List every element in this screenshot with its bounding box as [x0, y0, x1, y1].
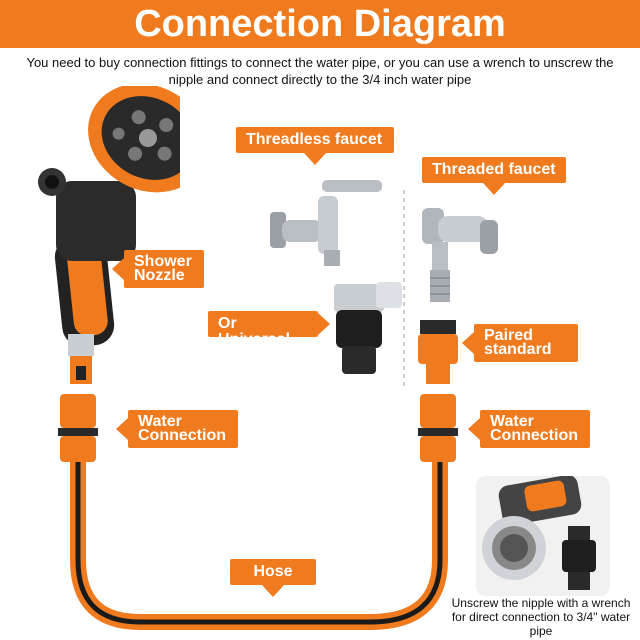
label-or-universal: Or Universal	[208, 311, 318, 348]
inset-photo	[476, 476, 610, 596]
label-water-connection-right: Water Connection	[480, 410, 590, 448]
arrow-paired-standard	[462, 332, 474, 354]
paired-standard-adapter-image	[418, 320, 458, 384]
subtitle-text: You need to buy connection fittings to c…	[26, 55, 614, 87]
arrow-shower-nozzle	[112, 258, 124, 280]
label-hose: Hose	[230, 559, 316, 585]
title-banner	[0, 0, 640, 48]
right-water-connector-image	[418, 394, 458, 462]
arrow-water-connection-right	[468, 418, 480, 440]
inset-caption: Unscrew the nipple with a wrench for dir…	[451, 596, 631, 638]
label-threaded-faucet: Threaded faucet	[422, 157, 566, 183]
label-threadless-faucet: Threadless faucet	[236, 127, 394, 153]
shower-nozzle-image	[38, 86, 180, 384]
threadless-faucet-image	[270, 180, 382, 266]
arrow-hose	[262, 585, 284, 597]
page-title: Connection Diagram	[134, 3, 506, 45]
label-paired-standard: Paired standard	[474, 324, 578, 362]
label-water-connection-left: Water Connection	[128, 410, 238, 448]
left-water-connector-image	[58, 394, 98, 462]
divider-line	[403, 190, 405, 390]
universal-adapter-image	[334, 282, 402, 374]
arrow-or-universal	[318, 313, 330, 335]
arrow-water-connection-left	[116, 418, 128, 440]
arrow-threaded-faucet	[483, 183, 505, 195]
threaded-faucet-image	[422, 208, 498, 302]
label-shower-nozzle: Shower Nozzle	[124, 250, 204, 288]
arrow-threadless-faucet	[304, 153, 326, 165]
